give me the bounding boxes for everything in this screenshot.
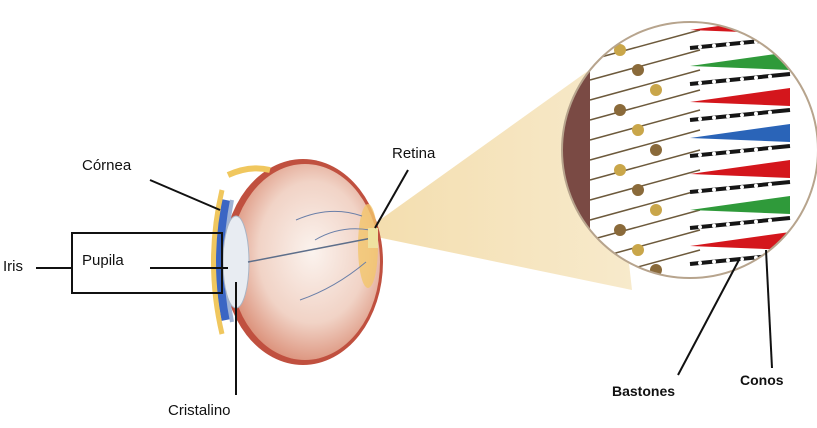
rod-disc <box>726 42 730 46</box>
rod-disc <box>712 188 716 192</box>
ganglion-cell <box>614 164 626 176</box>
eye-cross-section-icon <box>214 159 384 365</box>
rod-disc <box>754 76 758 80</box>
ganglion-cell <box>632 64 644 76</box>
rod-disc <box>768 147 772 151</box>
label-cornea: Córnea <box>82 158 131 173</box>
rod-disc <box>726 114 730 118</box>
rod-disc <box>712 224 716 228</box>
rod-disc <box>768 219 772 223</box>
rod-disc <box>754 184 758 188</box>
rod-disc <box>698 261 702 265</box>
ganglion-cell <box>650 204 662 216</box>
rod-disc <box>712 152 716 156</box>
rod-disc <box>712 116 716 120</box>
rod-disc <box>754 220 758 224</box>
rod-disc <box>698 117 702 121</box>
rod-disc <box>754 112 758 116</box>
ganglion-cell <box>650 84 662 96</box>
conos-pointer <box>766 250 772 368</box>
ganglion-cell <box>614 224 626 236</box>
rod-disc <box>698 153 702 157</box>
rod-disc <box>698 189 702 193</box>
rod-disc <box>768 75 772 79</box>
rod-disc <box>768 255 772 259</box>
label-pupila: Pupila <box>82 253 124 268</box>
cornea-pointer <box>150 180 220 210</box>
rod-disc <box>740 149 744 153</box>
rod-disc <box>740 257 744 261</box>
rod-disc <box>768 39 772 43</box>
rod-disc <box>726 186 730 190</box>
rod-disc <box>712 80 716 84</box>
rod-disc <box>740 77 744 81</box>
rod-disc <box>740 113 744 117</box>
rod-disc <box>740 41 744 45</box>
ganglion-cell <box>632 124 644 136</box>
rod-disc <box>698 81 702 85</box>
label-bastones: Bastones <box>612 384 675 398</box>
ganglion-cell <box>632 244 644 256</box>
rod-disc <box>768 183 772 187</box>
ganglion-cell <box>614 104 626 116</box>
rod-disc <box>768 111 772 115</box>
rod-disc <box>740 221 744 225</box>
rod-disc <box>712 44 716 48</box>
rod-disc <box>726 222 730 226</box>
rod-disc <box>740 185 744 189</box>
rod-disc <box>754 148 758 152</box>
ganglion-cell <box>650 144 662 156</box>
rod-disc <box>698 225 702 229</box>
ganglion-cell <box>632 184 644 196</box>
label-iris: Iris <box>3 259 23 274</box>
rod-disc <box>712 260 716 264</box>
rod-disc <box>726 150 730 154</box>
label-retina: Retina <box>392 146 435 161</box>
rod-disc <box>698 45 702 49</box>
label-conos: Conos <box>740 373 784 387</box>
rod-disc <box>726 258 730 262</box>
label-cristalino: Cristalino <box>168 403 231 418</box>
rod-disc <box>726 78 730 82</box>
